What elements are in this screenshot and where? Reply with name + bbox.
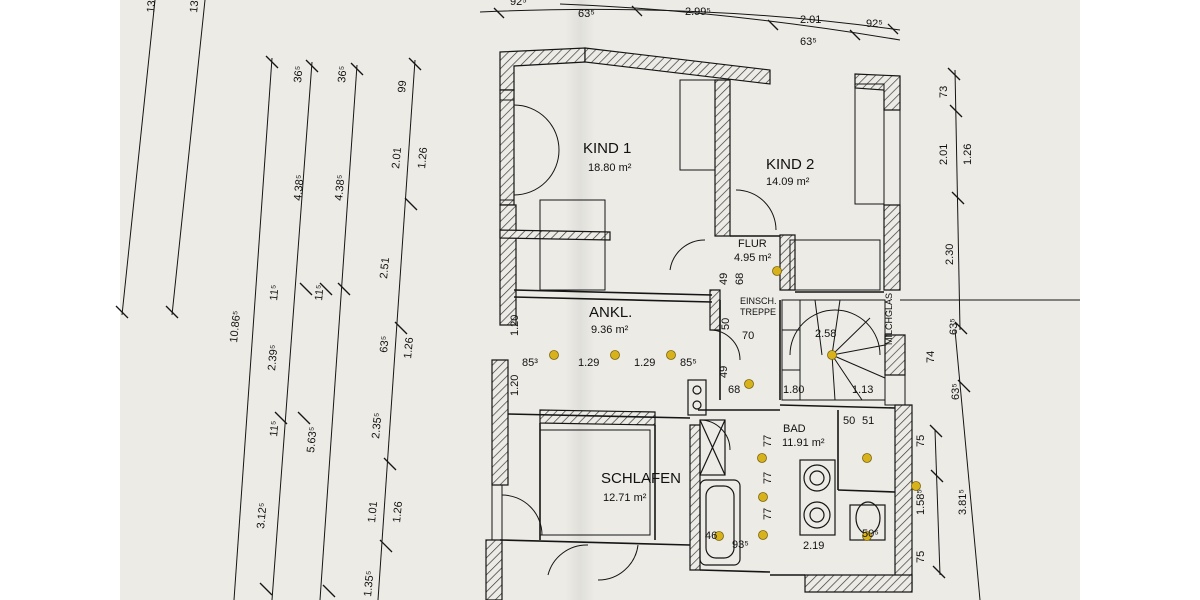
doors xyxy=(501,104,777,581)
ceiling-lights xyxy=(549,266,921,541)
room-ankl-name: ANKL. xyxy=(589,304,633,321)
top-dim: 63⁵ xyxy=(578,8,595,20)
left-dim: 11⁵ xyxy=(268,420,282,438)
inner-dim: 77 xyxy=(762,507,774,520)
left-dim: 1.01 xyxy=(366,500,381,524)
left-dim: 99 xyxy=(396,79,410,94)
left-dim: 2.51 xyxy=(378,256,393,280)
top-dim: 2.01 xyxy=(800,14,822,26)
room-kind1-area: 18.80 m² xyxy=(588,162,632,174)
right-dim: 1.58⁵ xyxy=(915,489,927,515)
inner-dim: 1.20 xyxy=(509,374,521,396)
left-dim: 1.26 xyxy=(402,336,417,360)
left-dimension-lines xyxy=(121,0,416,600)
right-dim: 74 xyxy=(925,350,937,363)
inner-dim: 1.29 xyxy=(578,357,600,369)
inner-dim: 2.58 xyxy=(815,328,837,340)
inner-dim: 1.29 xyxy=(634,357,656,369)
room-flur-area: 4.95 m² xyxy=(734,252,772,264)
inner-dim: 1.80 xyxy=(783,384,805,396)
inner-dim: 2.19 xyxy=(803,540,825,552)
inner-dim: 51 xyxy=(862,415,875,427)
right-dim: 63⁵ xyxy=(950,383,962,400)
right-dimension-ticks xyxy=(929,67,971,579)
top-dim: 92⁵ xyxy=(510,0,527,8)
right-dim: 1.26 xyxy=(962,143,974,165)
inner-dim: 77 xyxy=(762,471,774,484)
paper-fold xyxy=(565,0,595,600)
inner-dim: 85³ xyxy=(522,357,538,369)
room-ankl-area: 9.36 m² xyxy=(591,324,629,336)
inner-dim: 1.20 xyxy=(509,314,521,336)
staircase xyxy=(781,299,886,401)
windows xyxy=(491,79,906,541)
inner-dim: 50 xyxy=(720,317,732,330)
right-dim: 2.30 xyxy=(944,243,956,265)
inner-dim: 70 xyxy=(742,330,755,342)
room-bad-name: BAD xyxy=(783,423,806,435)
inner-dim: 46 xyxy=(705,530,718,542)
room-schlafen-name: SCHLAFEN xyxy=(601,470,682,487)
left-dim: 2.01 xyxy=(390,146,405,170)
left-dim: 1.26 xyxy=(391,500,406,524)
right-dim: 75 xyxy=(915,550,927,563)
left-dim: 36⁵ xyxy=(336,65,350,84)
stair-label-line1: EINSCH. xyxy=(740,296,777,306)
top-dim: 2.99⁵ xyxy=(685,6,711,18)
inner-dim: 68 xyxy=(728,384,741,396)
right-dim: 63⁵ xyxy=(948,318,960,335)
room-kind2-name: KIND 2 xyxy=(766,156,815,173)
left-dimension-ticks xyxy=(115,55,422,598)
milchglas-label: MILCHGLAS xyxy=(884,292,894,345)
inner-dim: 1.13 xyxy=(852,384,874,396)
right-dim: 75 xyxy=(915,434,927,447)
inner-dim: 77 xyxy=(762,434,774,447)
left-dim: 63⁵ xyxy=(378,335,392,354)
right-dim: 3.81⁵ xyxy=(957,489,969,515)
inner-dim: 93⁵ xyxy=(732,539,749,551)
inner-dim: 85⁵ xyxy=(680,357,697,369)
room-bad-area: 11.91 m² xyxy=(782,437,825,449)
room-schlafen-area: 12.71 m² xyxy=(603,492,647,504)
inner-dim: 49 xyxy=(718,365,730,378)
left-dim: 13 xyxy=(145,0,159,14)
left-dim: 11⁵ xyxy=(313,284,327,302)
inner-dim: 50⁵ xyxy=(862,528,879,540)
outer-walls xyxy=(485,47,913,600)
right-dimension-lines xyxy=(900,69,1080,600)
inner-dim: 68 xyxy=(734,272,746,285)
room-kind1-name: KIND 1 xyxy=(583,140,632,157)
room-kind2-area: 14.09 m² xyxy=(766,176,810,188)
top-dimension-ticks xyxy=(493,5,899,41)
top-dim: 92⁵ xyxy=(866,18,883,30)
furniture-outlines xyxy=(539,199,881,536)
inner-dim: 50 xyxy=(843,415,856,427)
left-dim: 36⁵ xyxy=(292,65,306,84)
inner-dim: 49 xyxy=(718,272,730,285)
stair-label-line2: TREPPE xyxy=(740,307,777,317)
left-dim: 1.26 xyxy=(416,146,431,170)
top-dim: 63⁵ xyxy=(800,36,817,48)
right-dim: 73 xyxy=(938,85,950,98)
right-dim: 2.01 xyxy=(938,143,950,165)
room-flur-name: FLUR xyxy=(738,238,767,250)
left-dim: 11⁵ xyxy=(268,284,282,302)
left-dim: 13 xyxy=(188,0,202,14)
